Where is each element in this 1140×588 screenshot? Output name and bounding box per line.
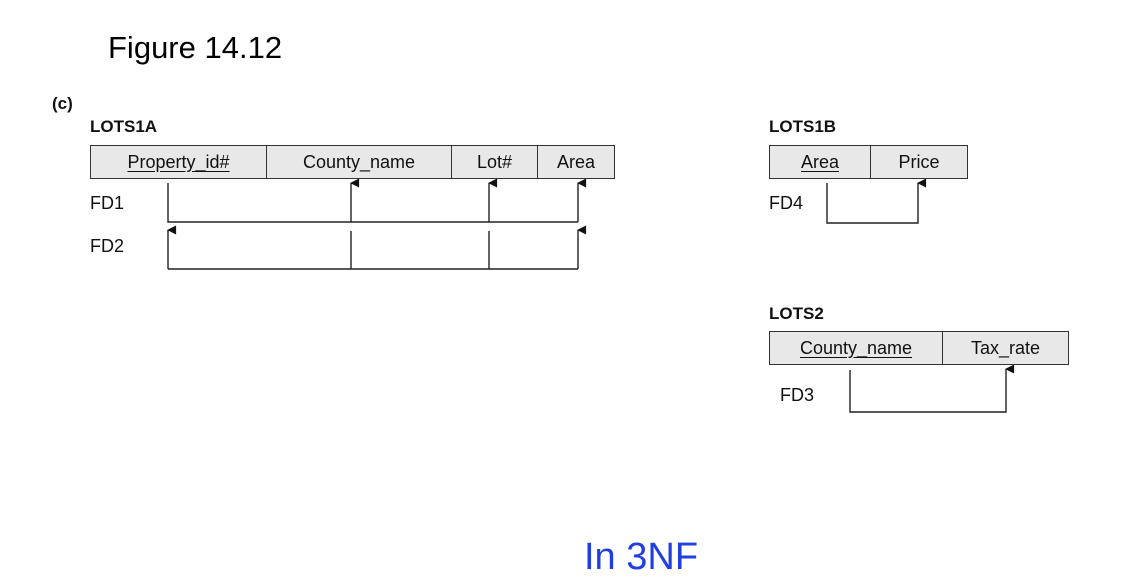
attribute-cell: Area (770, 146, 871, 178)
part-label: (c) (52, 94, 73, 113)
fd1-arrow (167, 183, 578, 223)
fd4-arrow (826, 178, 927, 224)
attribute-cell: Lot# (452, 146, 538, 178)
figure-title: Figure 14.12 (108, 30, 283, 65)
relation-name-lots1a: LOTS1A (90, 117, 158, 136)
attribute-label: Tax_rate (970, 337, 1041, 358)
attribute-cell: Price (871, 146, 967, 178)
attribute-cell: Tax_rate (943, 332, 1068, 364)
relation-name-lots1b: LOTS1B (769, 117, 837, 136)
fd1-label: FD1 (90, 193, 125, 213)
fd3-arrow (849, 364, 1015, 413)
relation-lots1b: Area Price (769, 145, 968, 179)
attribute-label: Lot# (476, 151, 513, 172)
relation-lots2: County_name Tax_rate (769, 331, 1069, 365)
attribute-cell: County_name (770, 332, 943, 364)
attribute-cell: Property_id# (91, 146, 267, 178)
attribute-label-key: County_name (799, 337, 913, 358)
fd2-label: FD2 (90, 236, 125, 256)
attribute-label-key: Area (800, 151, 840, 172)
fd4-label: FD4 (769, 193, 804, 213)
attribute-label: Area (556, 151, 596, 172)
relation-name-lots2: LOTS2 (769, 304, 824, 323)
footer-caption: In 3NF (584, 536, 699, 578)
attribute-label-key: Property_id# (127, 151, 230, 172)
attribute-label: Price (898, 151, 940, 172)
fd3-label: FD3 (780, 385, 815, 405)
attribute-cell: Area (538, 146, 614, 178)
attribute-label: County_name (302, 151, 416, 172)
attribute-cell: County_name (267, 146, 452, 178)
